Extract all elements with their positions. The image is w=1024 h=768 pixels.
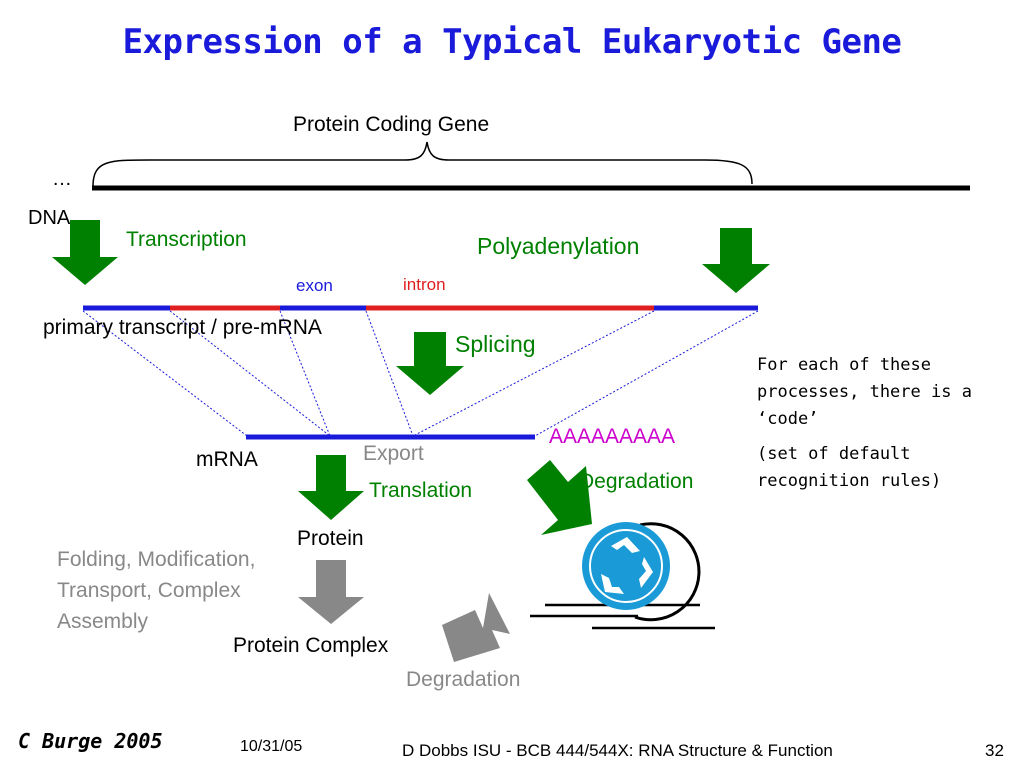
protein-complex-label: Protein Complex <box>233 634 389 657</box>
folding-label-line-2: Transport, Complex <box>57 579 241 602</box>
polyadenylation-label: Polyadenylation <box>477 233 640 259</box>
footer-date: 10/31/05 <box>240 738 303 755</box>
transcription-arrow <box>52 220 118 285</box>
primary-transcript-label: primary transcript / pre-mRNA <box>43 316 322 339</box>
gene-brace <box>92 141 753 187</box>
mrna-label: mRNA <box>196 448 258 471</box>
code-note: For each of these processes, there is a … <box>757 352 972 495</box>
page-title: Expression of a Typical Eukaryotic Gene <box>122 22 902 62</box>
footer-page-number: 32 <box>985 741 1004 760</box>
export-label: Export <box>363 442 424 465</box>
degradation-machine <box>530 522 715 630</box>
recycle-icon <box>582 522 670 610</box>
degradation-mrna-label: Degradation <box>579 470 694 493</box>
folding-label-line-3: Assembly <box>57 610 149 633</box>
gene-label: Protein Coding Gene <box>293 113 490 136</box>
splicing-label: Splicing <box>455 331 536 357</box>
polya-tail-label: AAAAAAAAA <box>549 425 676 448</box>
dna-label: DNA <box>28 207 71 229</box>
splice-connectors <box>82 310 759 437</box>
footer-author: C Burge 2005 <box>18 729 163 753</box>
translation-label: Translation <box>369 479 473 502</box>
transcription-label: Transcription <box>126 228 247 251</box>
polyadenylation-arrow <box>702 228 770 293</box>
splicing-arrow <box>396 332 464 395</box>
ellipsis-label: … <box>52 168 72 190</box>
protein-label: Protein <box>297 527 364 550</box>
translation-arrow <box>298 455 364 520</box>
footer-course: D Dobbs ISU - BCB 444/544X: RNA Structur… <box>402 741 833 760</box>
code-note-line-1: For each of these processes, there is a … <box>757 355 972 429</box>
folding-label-line-1: Folding, Modification, <box>57 548 256 571</box>
degradation-protein-label: Degradation <box>406 668 521 691</box>
complex-assembly-arrow <box>298 560 364 624</box>
exon-label: exon <box>296 276 333 295</box>
degradation-protein-arrow <box>442 593 510 662</box>
intron-label: intron <box>403 275 446 294</box>
code-note-line-2: (set of default recognition rules) <box>757 444 942 491</box>
degradation-mrna-arrow <box>527 460 592 535</box>
